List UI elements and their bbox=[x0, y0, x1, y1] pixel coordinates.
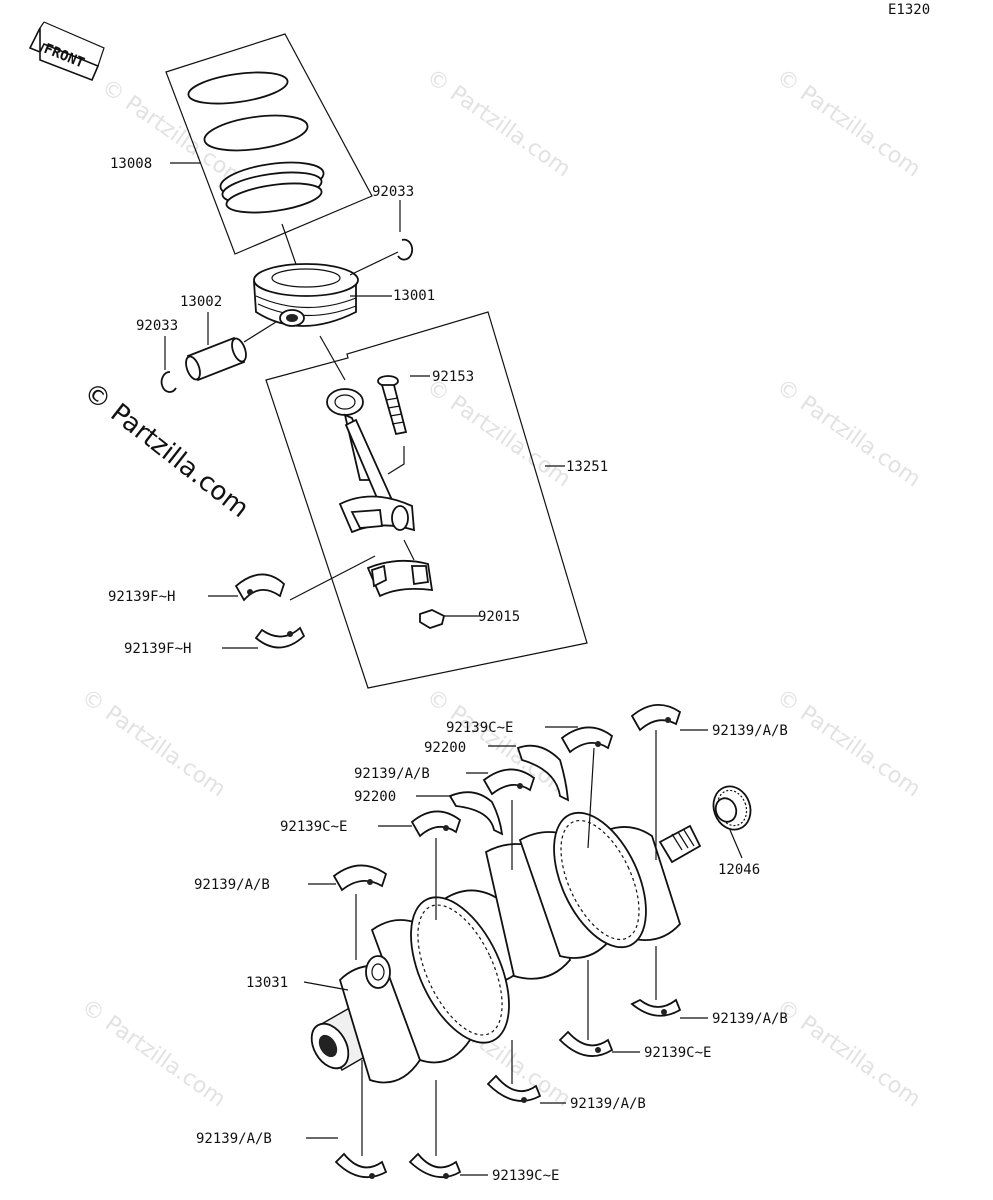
leader-line bbox=[403, 539, 415, 561]
callout-labels: 13008 92033 13002 13001 92033 92153 1325… bbox=[108, 156, 788, 1184]
main-bearing-shells-lower bbox=[334, 998, 682, 1179]
leader-line bbox=[303, 981, 349, 991]
piston-pin bbox=[185, 336, 247, 382]
callout-92139C-E[interactable]: 92139C~E bbox=[446, 720, 513, 736]
callout-92139-A-B[interactable]: 92139/A/B bbox=[194, 877, 270, 893]
connecting-rod bbox=[326, 388, 416, 534]
callout-92153[interactable]: 92153 bbox=[432, 369, 474, 385]
callout-92139-A-B[interactable]: 92139/A/B bbox=[354, 766, 430, 782]
crankshaft bbox=[310, 811, 702, 1084]
callout-92139-A-B[interactable]: 92139/A/B bbox=[712, 723, 788, 739]
leader-line bbox=[289, 555, 376, 601]
primary-gear bbox=[712, 785, 752, 831]
callout-92139C-E[interactable]: 92139C~E bbox=[492, 1168, 559, 1184]
callout-12046[interactable]: 12046 bbox=[718, 862, 760, 878]
rod-bearing-shell-upper bbox=[234, 573, 286, 602]
leader-line bbox=[281, 223, 299, 271]
callout-92139-A-B[interactable]: 92139/A/B bbox=[196, 1131, 272, 1147]
leader-line bbox=[729, 829, 743, 859]
rod-bearing-shell-lower bbox=[254, 626, 306, 649]
callout-92139C-E[interactable]: 92139C~E bbox=[644, 1045, 711, 1061]
watermark-text: © Partzilla.com bbox=[772, 684, 925, 802]
callout-92139F-H[interactable]: 92139F~H bbox=[124, 641, 191, 657]
ring-set-outline bbox=[165, 33, 373, 255]
diagram-id: E1320 bbox=[888, 2, 930, 18]
leader-line bbox=[319, 335, 346, 381]
watermark-text: © Partzilla.com bbox=[422, 64, 575, 182]
piston bbox=[253, 263, 359, 327]
circlip-icon bbox=[160, 371, 177, 393]
callout-92139F-H[interactable]: 92139F~H bbox=[108, 589, 175, 605]
watermark-text: © Partzilla.com bbox=[422, 374, 575, 492]
leader-line bbox=[387, 446, 405, 475]
callout-92139C-E[interactable]: 92139C~E bbox=[280, 819, 347, 835]
watermark-text: © Partzilla.com bbox=[77, 684, 230, 802]
callout-92033[interactable]: 92033 bbox=[136, 318, 178, 334]
callout-13031[interactable]: 13031 bbox=[246, 975, 288, 991]
rod-nut bbox=[419, 609, 446, 629]
watermark-text: © Partzilla.com bbox=[77, 994, 230, 1112]
watermark-text: © Partzilla.com bbox=[772, 64, 925, 182]
callout-13001[interactable]: 13001 bbox=[393, 288, 435, 304]
watermark-text: © Partzilla.com bbox=[772, 994, 925, 1112]
front-arrow-icon: FRONT bbox=[28, 21, 105, 82]
callout-92139-A-B[interactable]: 92139/A/B bbox=[570, 1096, 646, 1112]
main-bearing-shells-upper bbox=[332, 704, 682, 892]
rod-assembly-outline bbox=[265, 311, 588, 689]
leader-line bbox=[349, 251, 399, 276]
leader-line bbox=[243, 321, 277, 343]
callout-92139-A-B[interactable]: 92139/A/B bbox=[712, 1011, 788, 1027]
watermark-text: © Partzilla.com bbox=[772, 374, 925, 492]
watermark-main: © Partzilla.com bbox=[78, 377, 255, 524]
callout-92015[interactable]: 92015 bbox=[478, 609, 520, 625]
callout-13008[interactable]: 13008 bbox=[110, 156, 152, 172]
piston-rings bbox=[187, 71, 325, 214]
callout-92200[interactable]: 92200 bbox=[424, 740, 466, 756]
rod-cap bbox=[366, 559, 434, 598]
leader-line bbox=[587, 747, 595, 849]
callout-92033[interactable]: 92033 bbox=[372, 184, 414, 200]
callout-13002[interactable]: 13002 bbox=[180, 294, 222, 310]
circlip-icon bbox=[397, 238, 414, 261]
rod-bolt bbox=[377, 375, 408, 436]
callout-92200[interactable]: 92200 bbox=[354, 789, 396, 805]
callout-13251[interactable]: 13251 bbox=[566, 459, 608, 475]
